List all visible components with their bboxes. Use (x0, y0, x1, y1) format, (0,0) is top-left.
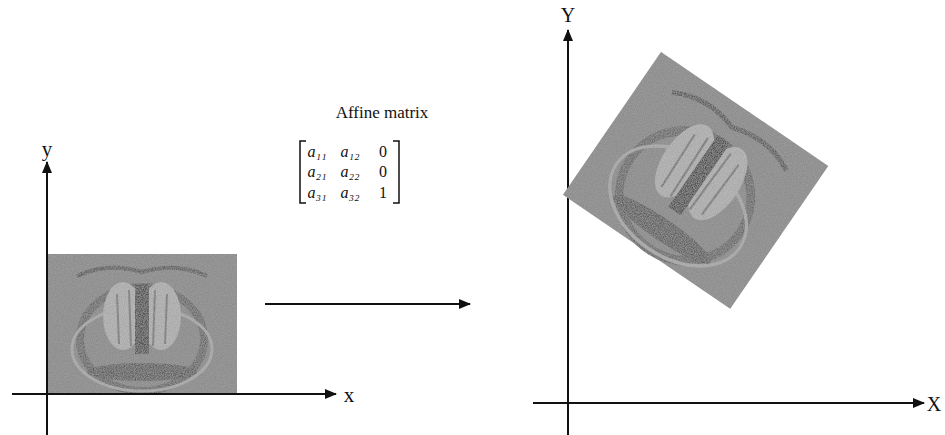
matrix-entry: a₂₁ (307, 164, 326, 180)
axis-label: Y (561, 5, 575, 25)
matrix-entry: 0 (379, 144, 387, 160)
matrix-entry: a₃₁ (307, 185, 326, 201)
y-axis (567, 30, 569, 435)
matrix-title: Affine matrix (336, 104, 429, 121)
transformed-image (563, 52, 828, 309)
matrix-entry: a₂₂ (340, 164, 359, 180)
axis-label: x (344, 385, 355, 406)
x-axis (12, 393, 336, 395)
matrix-bracket (300, 141, 306, 203)
matrix-entry: a₁₂ (340, 144, 359, 160)
matrix-entry: 1 (379, 185, 387, 201)
matrix-entry: a₁₁ (307, 144, 326, 160)
matrix-entry: a₃₂ (340, 185, 359, 201)
source-image (47, 254, 237, 394)
axis-label: y (42, 139, 53, 160)
matrix-entry: 0 (379, 164, 387, 180)
x-axis (533, 402, 924, 404)
axis-label: X (927, 394, 941, 414)
transform-arrow (265, 303, 470, 305)
matrix-bracket (393, 141, 399, 203)
